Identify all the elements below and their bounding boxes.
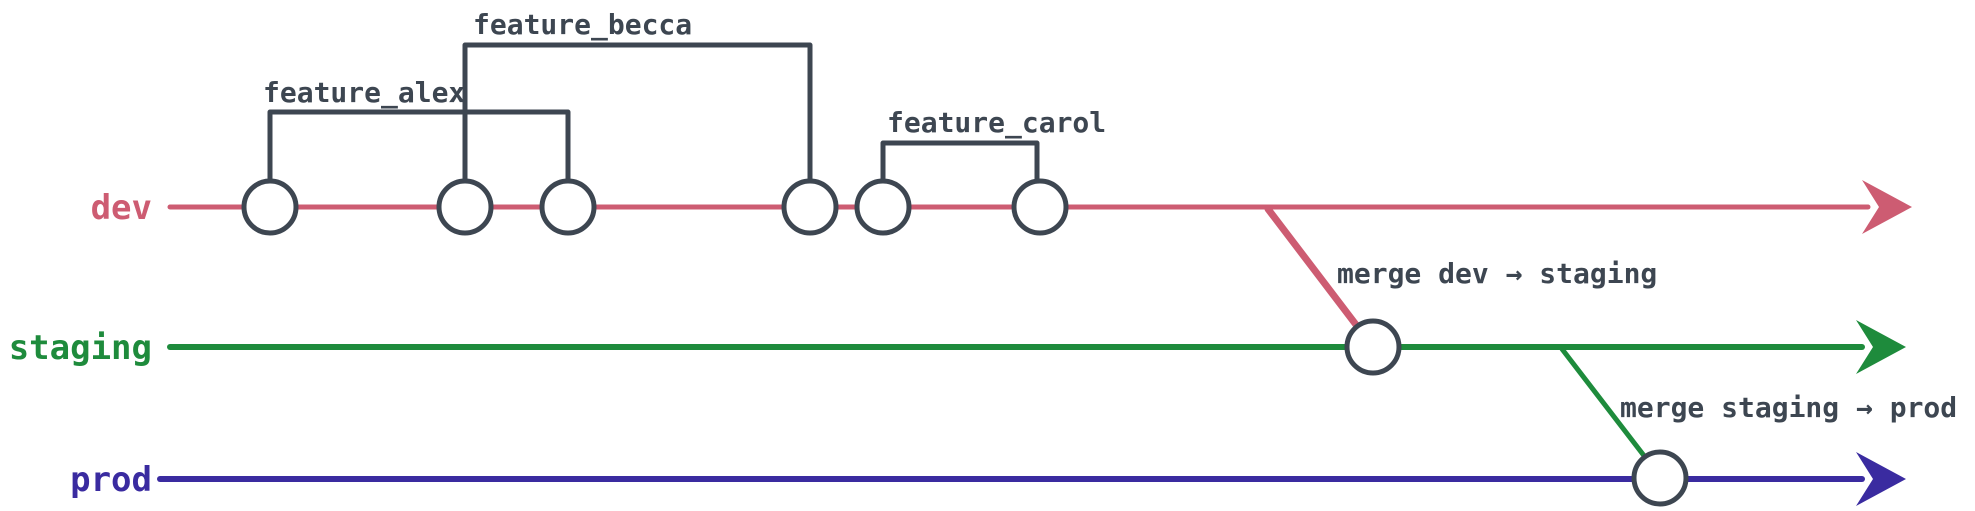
commit-node <box>436 178 494 236</box>
commit-node <box>1011 178 1069 236</box>
staging-branch-arrowhead-icon <box>1856 320 1906 374</box>
prod-branch-label: prod <box>70 460 152 500</box>
merge-line-dev-to-staging <box>1264 205 1361 330</box>
merge-label-staging-to-prod: merge staging → prod <box>1620 391 1957 424</box>
feature-branch-label-carol: feature_carol <box>887 106 1106 139</box>
merge-line-staging-to-prod <box>1559 346 1648 460</box>
prod-branch-arrowhead-icon <box>1856 452 1906 506</box>
staging-branch-label: staging <box>9 328 152 368</box>
feature-branch-label-becca: feature_becca <box>473 8 692 41</box>
feature-branch-bracket-carol <box>880 140 1040 189</box>
merge-label-dev-to-staging: merge dev → staging <box>1337 257 1657 290</box>
feature-branch-label-alex: feature_alex <box>263 76 465 109</box>
merge-commit-node-prod <box>1631 449 1689 507</box>
commit-node <box>854 178 912 236</box>
dev-branch-arrowhead-icon <box>1862 180 1912 234</box>
feature-branch-bracket-becca <box>462 42 813 189</box>
dev-branch-label: dev <box>91 188 152 228</box>
commit-node <box>539 178 597 236</box>
commit-node <box>241 178 299 236</box>
merge-commit-node-staging <box>1344 318 1402 376</box>
feature-branch-bracket-alex <box>267 109 571 189</box>
commit-node <box>781 178 839 236</box>
